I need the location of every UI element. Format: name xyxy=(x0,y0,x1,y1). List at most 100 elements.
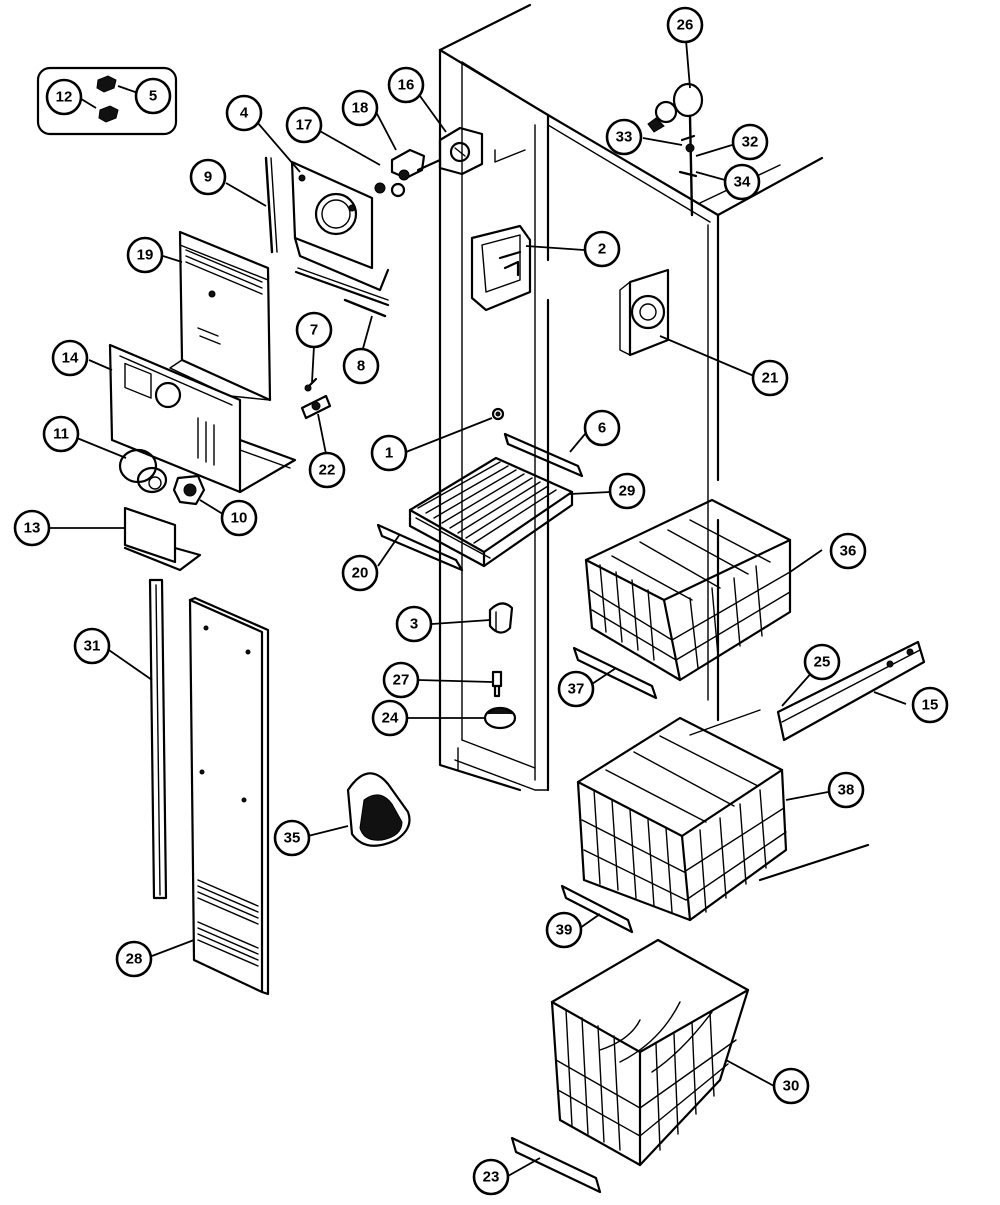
damper-part-2 xyxy=(470,224,532,312)
callout-34: 34 xyxy=(723,163,761,201)
rail-part-23 xyxy=(510,1136,602,1194)
callout-35: 35 xyxy=(273,819,311,857)
callout-14: 14 xyxy=(51,339,89,377)
svg-text:4: 4 xyxy=(240,105,249,122)
rail-part-20 xyxy=(376,523,464,572)
callout-26: 26 xyxy=(666,6,704,44)
control-housing-part-16 xyxy=(438,126,484,176)
svg-text:9: 9 xyxy=(204,169,212,186)
svg-text:18: 18 xyxy=(352,100,369,117)
chute-assembly-part-26 xyxy=(647,82,704,217)
callout-23: 23 xyxy=(472,1158,510,1196)
wire-basket-part-30 xyxy=(550,938,750,1167)
svg-text:20: 20 xyxy=(352,565,369,582)
seal-strip-part-8 xyxy=(343,298,387,318)
svg-text:30: 30 xyxy=(783,1078,800,1095)
callout-37: 37 xyxy=(557,670,595,708)
callout-15: 15 xyxy=(911,686,949,724)
wire-basket-part-38 xyxy=(576,716,788,922)
fan-bracket-part-4 xyxy=(290,160,390,307)
callout-33: 33 xyxy=(605,118,643,156)
svg-text:17: 17 xyxy=(296,117,313,134)
callout-11: 11 xyxy=(42,415,80,453)
callout-19: 19 xyxy=(126,236,164,274)
callout-24: 24 xyxy=(371,699,409,737)
callout-5: 5 xyxy=(134,77,172,115)
bulb-socket-part-27-24 xyxy=(483,670,517,730)
evaporator-cover-part-14 xyxy=(108,343,297,494)
bolt-part-1 xyxy=(491,407,505,421)
callout-36: 36 xyxy=(829,532,867,570)
fan-motor-part-11 xyxy=(118,448,168,494)
rear-panel-part-28 xyxy=(188,596,270,996)
svg-text:27: 27 xyxy=(393,672,410,689)
callout-18: 18 xyxy=(341,89,379,127)
callout-6: 6 xyxy=(583,409,621,447)
callout-39: 39 xyxy=(545,911,583,949)
svg-text:10: 10 xyxy=(231,510,248,527)
callout-21: 21 xyxy=(751,359,789,397)
callout-32: 32 xyxy=(731,123,769,161)
svg-text:25: 25 xyxy=(814,654,831,671)
callout-10: 10 xyxy=(220,499,258,537)
svg-text:26: 26 xyxy=(677,17,694,34)
callout-31: 31 xyxy=(73,627,111,665)
callout-17: 17 xyxy=(285,106,323,144)
svg-text:15: 15 xyxy=(922,697,939,714)
callout-7: 7 xyxy=(295,311,333,349)
callout-1: 1 xyxy=(370,434,408,472)
leader-lines xyxy=(48,39,907,1177)
callout-22: 22 xyxy=(308,451,346,489)
svg-text:23: 23 xyxy=(483,1169,500,1186)
wire-basket-icon xyxy=(584,498,792,682)
svg-text:36: 36 xyxy=(840,543,857,560)
svg-text:5: 5 xyxy=(149,88,157,105)
duct-cover-part-19 xyxy=(169,230,272,402)
svg-text:32: 32 xyxy=(742,134,759,151)
svg-text:37: 37 xyxy=(568,681,585,698)
freezer-cabinet-icon xyxy=(438,3,870,882)
svg-text:7: 7 xyxy=(310,322,318,339)
fastener-inset-icon xyxy=(36,66,178,136)
callout-12: 12 xyxy=(45,78,83,116)
svg-text:31: 31 xyxy=(84,638,101,655)
sensor-part-7-22 xyxy=(300,377,332,420)
callout-8: 8 xyxy=(342,347,380,385)
callout-3: 3 xyxy=(395,605,433,643)
trim-strip-part-31 xyxy=(148,578,168,900)
condenser-fan-part-21 xyxy=(619,268,670,357)
callout-9: 9 xyxy=(189,158,227,196)
rail-part-6 xyxy=(503,432,584,478)
callout-25: 25 xyxy=(803,643,841,681)
rail-part-39 xyxy=(560,884,634,934)
svg-text:3: 3 xyxy=(410,616,418,633)
fan-blade-part-10 xyxy=(172,474,206,506)
callout-28: 28 xyxy=(115,940,153,978)
svg-text:22: 22 xyxy=(319,462,336,479)
svg-text:2: 2 xyxy=(598,241,606,258)
callout-4: 4 xyxy=(225,94,263,132)
svg-text:13: 13 xyxy=(24,520,41,537)
callout-38: 38 xyxy=(827,771,865,809)
svg-text:35: 35 xyxy=(284,830,301,847)
svg-text:34: 34 xyxy=(734,174,751,191)
svg-text:8: 8 xyxy=(357,358,365,375)
svg-text:11: 11 xyxy=(53,426,69,443)
svg-text:6: 6 xyxy=(598,420,606,437)
svg-text:16: 16 xyxy=(398,77,415,94)
svg-text:12: 12 xyxy=(56,89,73,106)
svg-text:14: 14 xyxy=(62,350,79,367)
light-cover-part-3 xyxy=(488,602,514,634)
callout-13: 13 xyxy=(13,509,51,547)
callout-27: 27 xyxy=(382,661,420,699)
rail-part-37 xyxy=(572,646,658,700)
drain-trough-part-13 xyxy=(123,506,202,572)
ice-cube-tray-part-35 xyxy=(346,772,411,847)
svg-text:38: 38 xyxy=(838,782,855,799)
callout-20: 20 xyxy=(341,554,379,592)
callout-2: 2 xyxy=(583,230,621,268)
side-rail-part-15-25 xyxy=(776,640,926,742)
svg-text:21: 21 xyxy=(762,370,779,387)
foam-strip-part-9 xyxy=(264,156,278,254)
